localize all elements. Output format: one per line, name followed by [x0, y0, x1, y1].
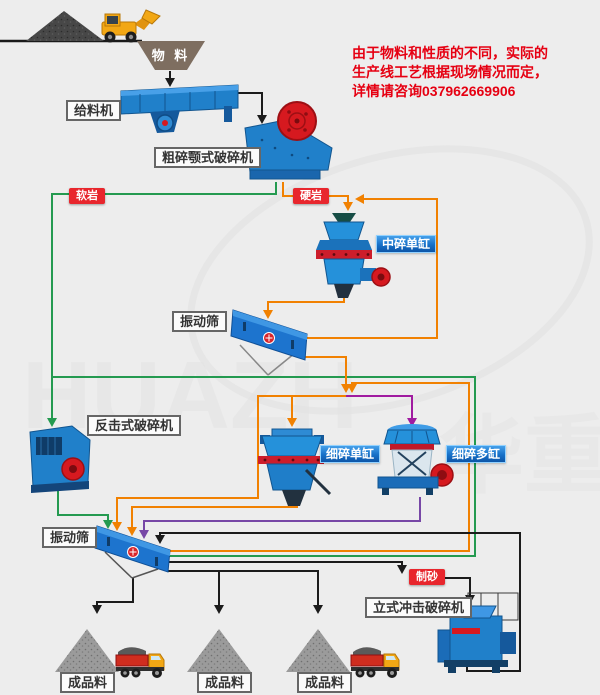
- wheel-loader: [101, 9, 161, 43]
- flow-arrow-jaw-softrock-to-impact: [47, 418, 57, 427]
- flow-arrow-screen1-oversize-to-medium-cone: [355, 194, 364, 204]
- flow-line-screen2-oversize-to-impact: [52, 376, 476, 557]
- flow-line-screen1-to-junction: [303, 356, 347, 391]
- tag-fine-cone-multi: 细碎多缸: [446, 445, 507, 463]
- flow-arrow-vsi-return-to-screen2: [155, 535, 165, 544]
- flow-arrow-feeder-to-jaw: [257, 115, 267, 124]
- flow-arrow-junction-bypass-to-screen2: [112, 522, 122, 531]
- flow-line-screen2-to-product1: [96, 578, 134, 612]
- flow-line-junction-to-fine-multi: [346, 395, 413, 425]
- machine-vibrating-screen-1: [230, 309, 308, 376]
- badge-hard-rock: 硬岩: [293, 188, 329, 204]
- flow-line-feeder-to-jaw: [238, 92, 263, 122]
- label-vibrating-screen-1: 振动筛: [172, 311, 228, 332]
- label-product-1: 成品料: [60, 672, 116, 693]
- label-jaw-crusher: 粗碎颚式破碎机: [154, 147, 262, 168]
- machine-impact-crusher: [29, 425, 91, 493]
- badge-soft-rock: 软岩: [69, 188, 105, 204]
- tag-fine-cone-single: 细碎单缸: [320, 445, 381, 463]
- flow-line-fine-single-to-screen2: [131, 497, 298, 534]
- flow-arrow-jaw-hardrock-to-medium-cone: [343, 202, 353, 211]
- flow-line-junction-bypass-to-screen2: [116, 395, 346, 529]
- material-hopper: 物 料: [137, 41, 205, 70]
- notice-text: 由于物料和性质的不同，实际的 生产线工艺根据现场情况而定， 详情请咨询03796…: [352, 44, 598, 101]
- flow-arrow-screen2-to-sand-badge: [397, 565, 407, 574]
- flow-arrow-screen2-to-product2: [214, 605, 224, 614]
- label-product-3: 成品料: [297, 672, 353, 693]
- flow-line-medium-cone-to-screen1: [267, 292, 345, 317]
- dump-truck-1: [115, 646, 165, 679]
- machine-jaw-crusher: [244, 101, 333, 180]
- flow-arrow-material-to-feeder: [165, 78, 175, 87]
- label-product-2: 成品料: [197, 672, 253, 693]
- flow-arrow-fine-single-to-screen2: [127, 527, 137, 536]
- label-vibrating-screen-2: 振动筛: [42, 527, 98, 548]
- flow-arrow-junction-to-fine-multi: [407, 418, 417, 427]
- tag-medium-cone: 中碎单缸: [376, 235, 437, 253]
- machine-feeder: [120, 84, 239, 133]
- flow-arrow-screen2-to-product3: [313, 605, 323, 614]
- product-pile-1: [55, 629, 119, 672]
- flow-line-screen1-oversize-to-medium-cone: [307, 198, 438, 339]
- flow-line-impact-to-screen2: [57, 490, 109, 527]
- label-vsi-crusher: 立式冲击破碎机: [365, 597, 473, 618]
- dump-truck-2: [350, 646, 400, 679]
- flow-arrow-impact-to-screen2: [103, 520, 113, 529]
- notice-line-1: 由于物料和性质的不同，实际的: [352, 45, 548, 61]
- machine-medium-cone-crusher: [316, 213, 391, 298]
- machine-fine-cone-multi: [377, 424, 454, 495]
- product-pile-2: [187, 629, 251, 672]
- product-piles: [55, 629, 400, 679]
- flow-line-vsi-return-to-screen2: [159, 532, 521, 672]
- raw-material-scene: 物 料: [0, 9, 205, 70]
- flow-line-jaw-softrock-to-impact: [51, 182, 277, 425]
- material-label: 物 料: [152, 48, 191, 63]
- flow-arrow-screen2-oversize-to-junction: [347, 384, 357, 393]
- badge-sand-making: 制砂: [409, 569, 445, 585]
- flow-line-screen2-to-product3: [168, 570, 319, 612]
- notice-line-2: 生产线工艺根据现场情况而定，: [352, 64, 548, 80]
- raw-material-pile: [26, 11, 104, 41]
- flow-line-fine-multi-to-screen2: [143, 497, 421, 537]
- flow-arrow-junction-to-fine-single: [287, 418, 297, 427]
- machine-vsi-crusher: [437, 592, 519, 673]
- label-impact-crusher: 反击式破碎机: [87, 415, 182, 436]
- flow-arrow-medium-cone-to-screen1: [263, 310, 273, 319]
- machine-fine-cone-single: [258, 428, 332, 506]
- product-pile-3: [286, 629, 350, 672]
- notice-line-3: 详情请咨询037962669906: [352, 83, 516, 99]
- flow-arrow-fine-multi-to-screen2: [139, 530, 149, 539]
- label-feeder: 给料机: [66, 100, 122, 121]
- flow-line-sand-badge-to-vsi: [441, 577, 471, 602]
- flow-arrow-screen2-to-product1: [92, 605, 102, 614]
